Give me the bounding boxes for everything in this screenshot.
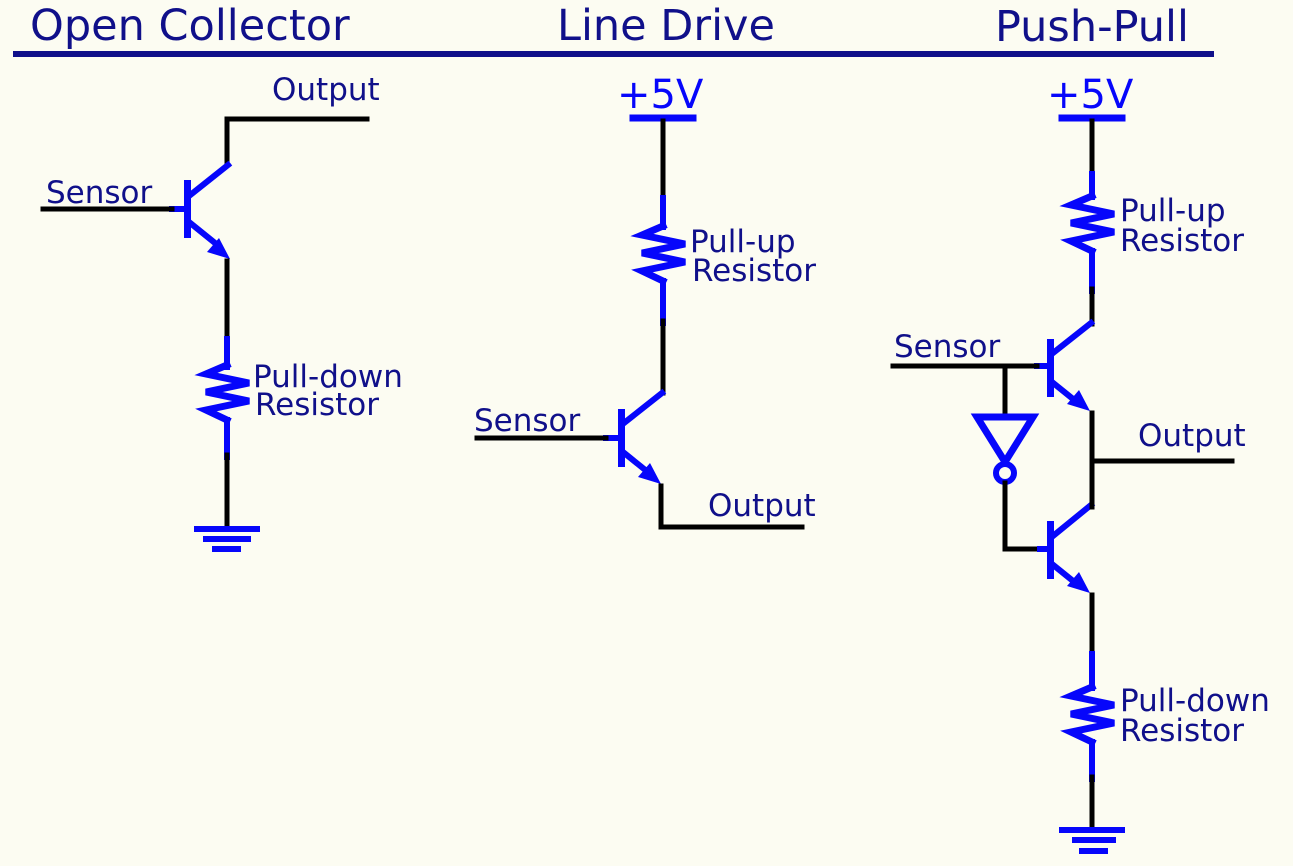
push-pull-lower-transistor xyxy=(1047,500,1096,593)
ground-symbol xyxy=(1059,827,1125,854)
transistor-base-bar xyxy=(618,409,625,467)
pull-up-resistor xyxy=(630,221,686,286)
transistor-base-bar xyxy=(184,180,191,238)
push-pull-pulldown-label-1: Pull-down xyxy=(1120,683,1270,719)
transistor-base-bar xyxy=(1047,521,1054,579)
push-pull-panel: Push-Pull +5V Pull-up Resistor Sensor xyxy=(890,2,1270,854)
pull-down-resistor xyxy=(194,360,250,425)
open-collector-sensor-label: Sensor xyxy=(46,175,153,211)
open-collector-output-wire xyxy=(224,116,370,167)
open-collector-transistor xyxy=(169,160,233,259)
emitter-arrow xyxy=(1067,572,1090,593)
push-pull-pulldown-label-2: Resistor xyxy=(1120,713,1244,749)
push-pull-upper-transistor xyxy=(1034,318,1096,411)
line-drive-sensor-label: Sensor xyxy=(474,403,581,439)
push-pull-pullup-label-1: Pull-up xyxy=(1120,193,1226,229)
inverter-output-wire xyxy=(1002,480,1043,552)
collector-lead xyxy=(1048,500,1096,541)
line-drive-title: Line Drive xyxy=(557,1,775,51)
inverter-gate xyxy=(970,413,1040,485)
transistor-base-bar xyxy=(1047,339,1054,397)
push-pull-title: Push-Pull xyxy=(995,2,1189,52)
line-drive-panel: Line Drive +5V Pull-up Resistor Sensor O… xyxy=(474,1,816,530)
inverter-triangle xyxy=(970,413,1040,469)
push-pull-sensor-label: Sensor xyxy=(894,329,1001,365)
open-collector-title: Open Collector xyxy=(30,1,350,51)
collector-lead xyxy=(619,388,667,428)
line-drive-transistor xyxy=(603,388,667,484)
line-drive-resistor-label-1: Pull-up xyxy=(690,224,796,260)
emitter-arrow xyxy=(638,463,661,484)
open-collector-resistor-label-2: Resistor xyxy=(255,387,379,423)
inverter-bubble xyxy=(993,461,1017,485)
emitter-lead xyxy=(184,217,220,248)
push-pull-output-label: Output xyxy=(1138,418,1246,454)
open-collector-resistor-label-1: Pull-down xyxy=(253,359,403,395)
collector-lead xyxy=(1048,318,1096,358)
emitter-arrow xyxy=(1067,390,1090,411)
ground-symbol xyxy=(194,526,260,552)
collector-lead xyxy=(184,160,233,201)
line-drive-resistor-label-2: Resistor xyxy=(692,253,816,289)
push-pull-pullup-label-2: Resistor xyxy=(1120,223,1244,259)
line-drive-supply-label: +5V xyxy=(617,72,704,118)
open-collector-panel: Open Collector Output Sensor Pull-down R… xyxy=(30,1,403,552)
pull-up-resistor xyxy=(1059,191,1115,256)
pull-down-resistor xyxy=(1059,682,1115,747)
emitter-arrow xyxy=(207,238,230,259)
line-drive-output-wire xyxy=(658,483,805,530)
push-pull-supply-label: +5V xyxy=(1047,72,1134,118)
line-drive-output-label: Output xyxy=(708,488,816,524)
open-collector-output-label: Output xyxy=(272,72,380,108)
